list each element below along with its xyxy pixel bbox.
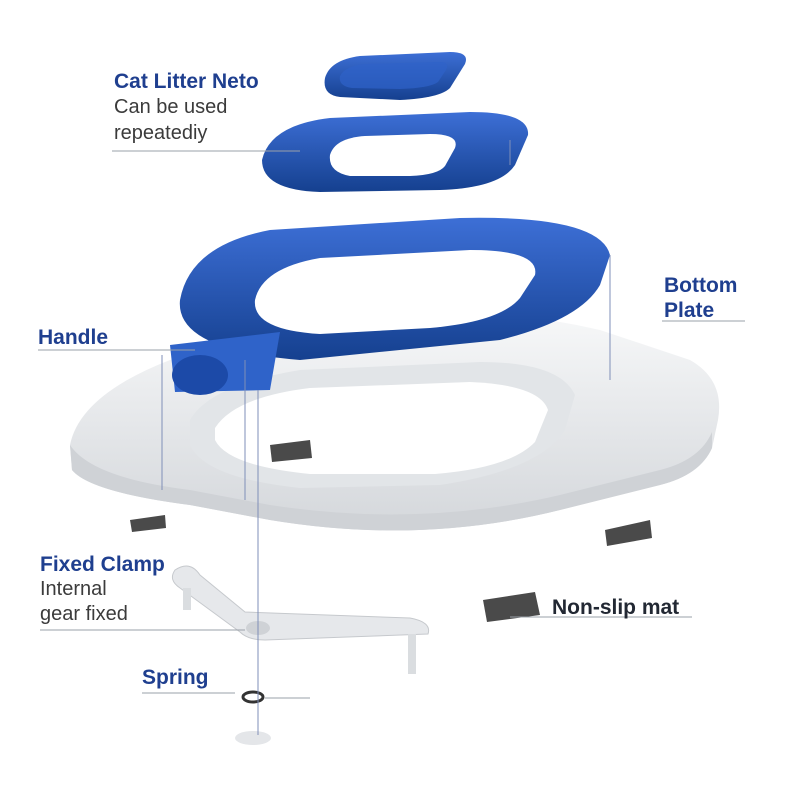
cat-litter-sub1: Can be used bbox=[114, 96, 228, 118]
handle-label: Handle bbox=[38, 326, 109, 349]
spring-assembly bbox=[235, 690, 271, 745]
guide-lines bbox=[161, 140, 611, 735]
fixed-clamp-sub1: Internal bbox=[40, 578, 107, 600]
spring-label: Spring bbox=[142, 666, 209, 689]
large-blue-frame bbox=[170, 217, 611, 395]
fixed-clamp-sub2: gear fixed bbox=[40, 603, 128, 625]
non-slip-mats bbox=[130, 440, 652, 622]
middle-tray bbox=[262, 112, 529, 192]
fixed-clamp bbox=[171, 565, 430, 674]
fixed-clamp-title: Fixed Clamp bbox=[40, 553, 165, 576]
non-slip-mat-label: Non-slip mat bbox=[552, 596, 680, 619]
bottom-plate-label-2: Plate bbox=[664, 299, 715, 322]
bottom-plate-label-1: Bottom bbox=[664, 274, 738, 297]
cat-litter-title: Cat Litter Neto bbox=[114, 70, 259, 93]
leader-lines bbox=[38, 150, 745, 699]
cat-litter-sub2: repeatediy bbox=[114, 122, 208, 144]
small-tray bbox=[324, 52, 466, 100]
